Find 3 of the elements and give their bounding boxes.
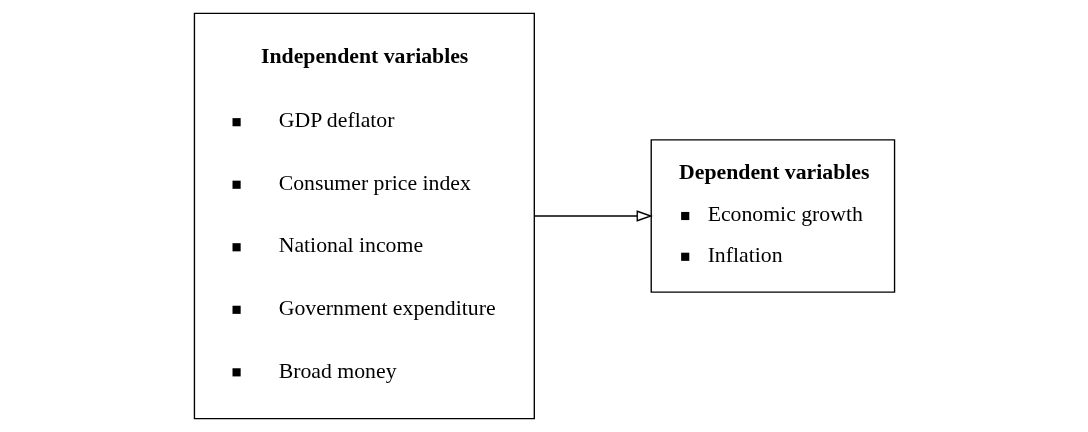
node-box: Independent variables GDP deflator Consumer price index National income Government expenditure Broad money — [193, 12, 535, 420]
node-box: Dependent variables Economic growth Inflation — [650, 139, 895, 293]
arrow — [533, 210, 653, 222]
